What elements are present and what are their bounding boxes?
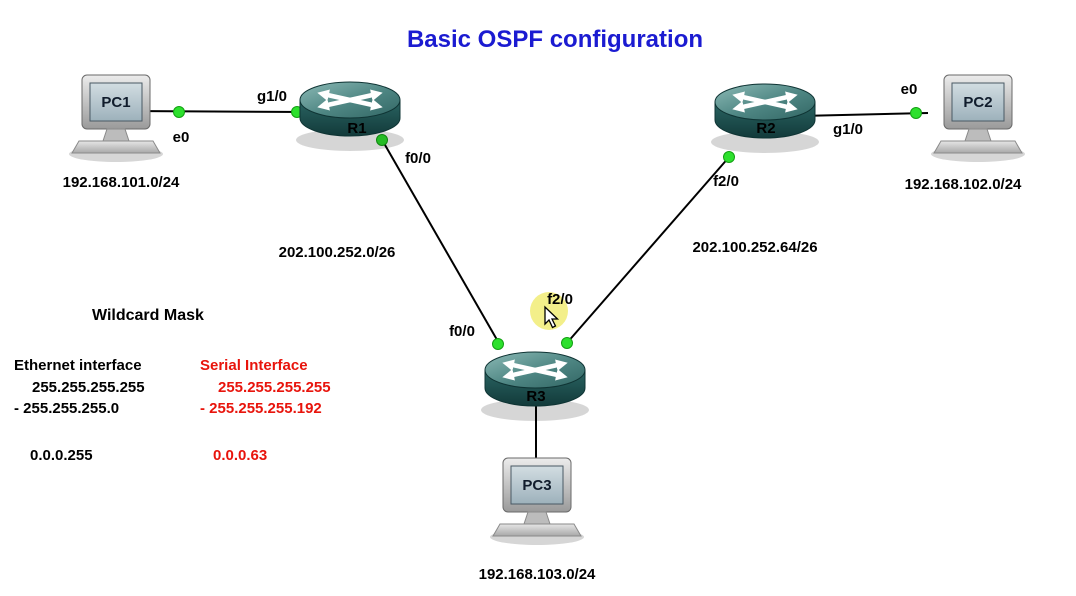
wildcard-serial-heading: Serial Interface	[200, 357, 308, 374]
pc-icon	[930, 74, 1026, 163]
link-status-dot	[173, 106, 185, 118]
pc3-label: PC3	[522, 477, 551, 494]
interface-label-r2-g1-0: g1/0	[833, 121, 863, 138]
link-status-dot	[723, 151, 735, 163]
subnet-label-r1-r3: 202.100.252.0/26	[279, 244, 396, 261]
network-label-pc2: 192.168.102.0/24	[905, 176, 1022, 193]
device-r2[interactable]: R2	[711, 84, 819, 153]
link-r2-r3[interactable]	[565, 155, 731, 345]
r1-label: R1	[347, 120, 366, 137]
interface-label-r3-f2-0: f2/0	[547, 291, 573, 308]
link-status-dot	[910, 107, 922, 119]
device-pc3[interactable]: PC3	[489, 457, 585, 546]
device-pc1[interactable]: PC1	[68, 74, 164, 163]
device-r1[interactable]: R1	[296, 82, 404, 151]
network-label-pc1: 192.168.101.0/24	[63, 174, 180, 191]
mouse-cursor	[544, 305, 560, 329]
subnet-label-r2-r3: 202.100.252.64/26	[692, 239, 817, 256]
link-status-dot	[492, 338, 504, 350]
interface-label-r1-f0-0: f0/0	[405, 150, 431, 167]
wildcard-ethernet-result: 0.0.0.255	[30, 447, 93, 464]
pc-icon	[68, 74, 164, 163]
link-status-dot	[561, 337, 573, 349]
wildcard-serial-minuend: 255.255.255.255	[218, 379, 331, 396]
interface-label-r2-f2-0: f2/0	[713, 173, 739, 190]
r2-label: R2	[756, 120, 775, 137]
device-pc2[interactable]: PC2	[930, 74, 1026, 163]
pc2-label: PC2	[963, 94, 992, 111]
interface-label-r1-g1-0: g1/0	[257, 88, 287, 105]
link-r1-r3[interactable]	[380, 137, 501, 346]
link-pc1-r1[interactable]	[127, 110, 306, 113]
r3-label: R3	[526, 388, 545, 405]
network-label-pc3: 192.168.103.0/24	[479, 566, 596, 583]
wildcard-serial-subtrahend: - 255.255.255.192	[200, 400, 322, 417]
link-r2-pc2[interactable]	[799, 112, 929, 117]
wildcard-ethernet-minuend: 255.255.255.255	[32, 379, 145, 396]
wildcard-serial-result: 0.0.0.63	[213, 447, 267, 464]
interface-label-r3-f0-0: f0/0	[449, 323, 475, 340]
wildcard-ethernet-subtrahend: - 255.255.255.0	[14, 400, 119, 417]
pc-icon	[489, 457, 585, 546]
interface-label-pc2-e0: e0	[901, 81, 918, 98]
wildcard-heading: Wildcard Mask	[92, 307, 204, 324]
router-icon	[711, 84, 819, 153]
interface-label-pc1-e0: e0	[173, 129, 190, 146]
device-r3[interactable]: R3	[481, 352, 589, 421]
diagram-title: Basic OSPF configuration	[407, 26, 703, 53]
wildcard-ethernet-heading: Ethernet interface	[14, 357, 142, 374]
router-icon	[481, 352, 589, 421]
router-icon	[296, 82, 404, 151]
pc1-label: PC1	[101, 94, 130, 111]
